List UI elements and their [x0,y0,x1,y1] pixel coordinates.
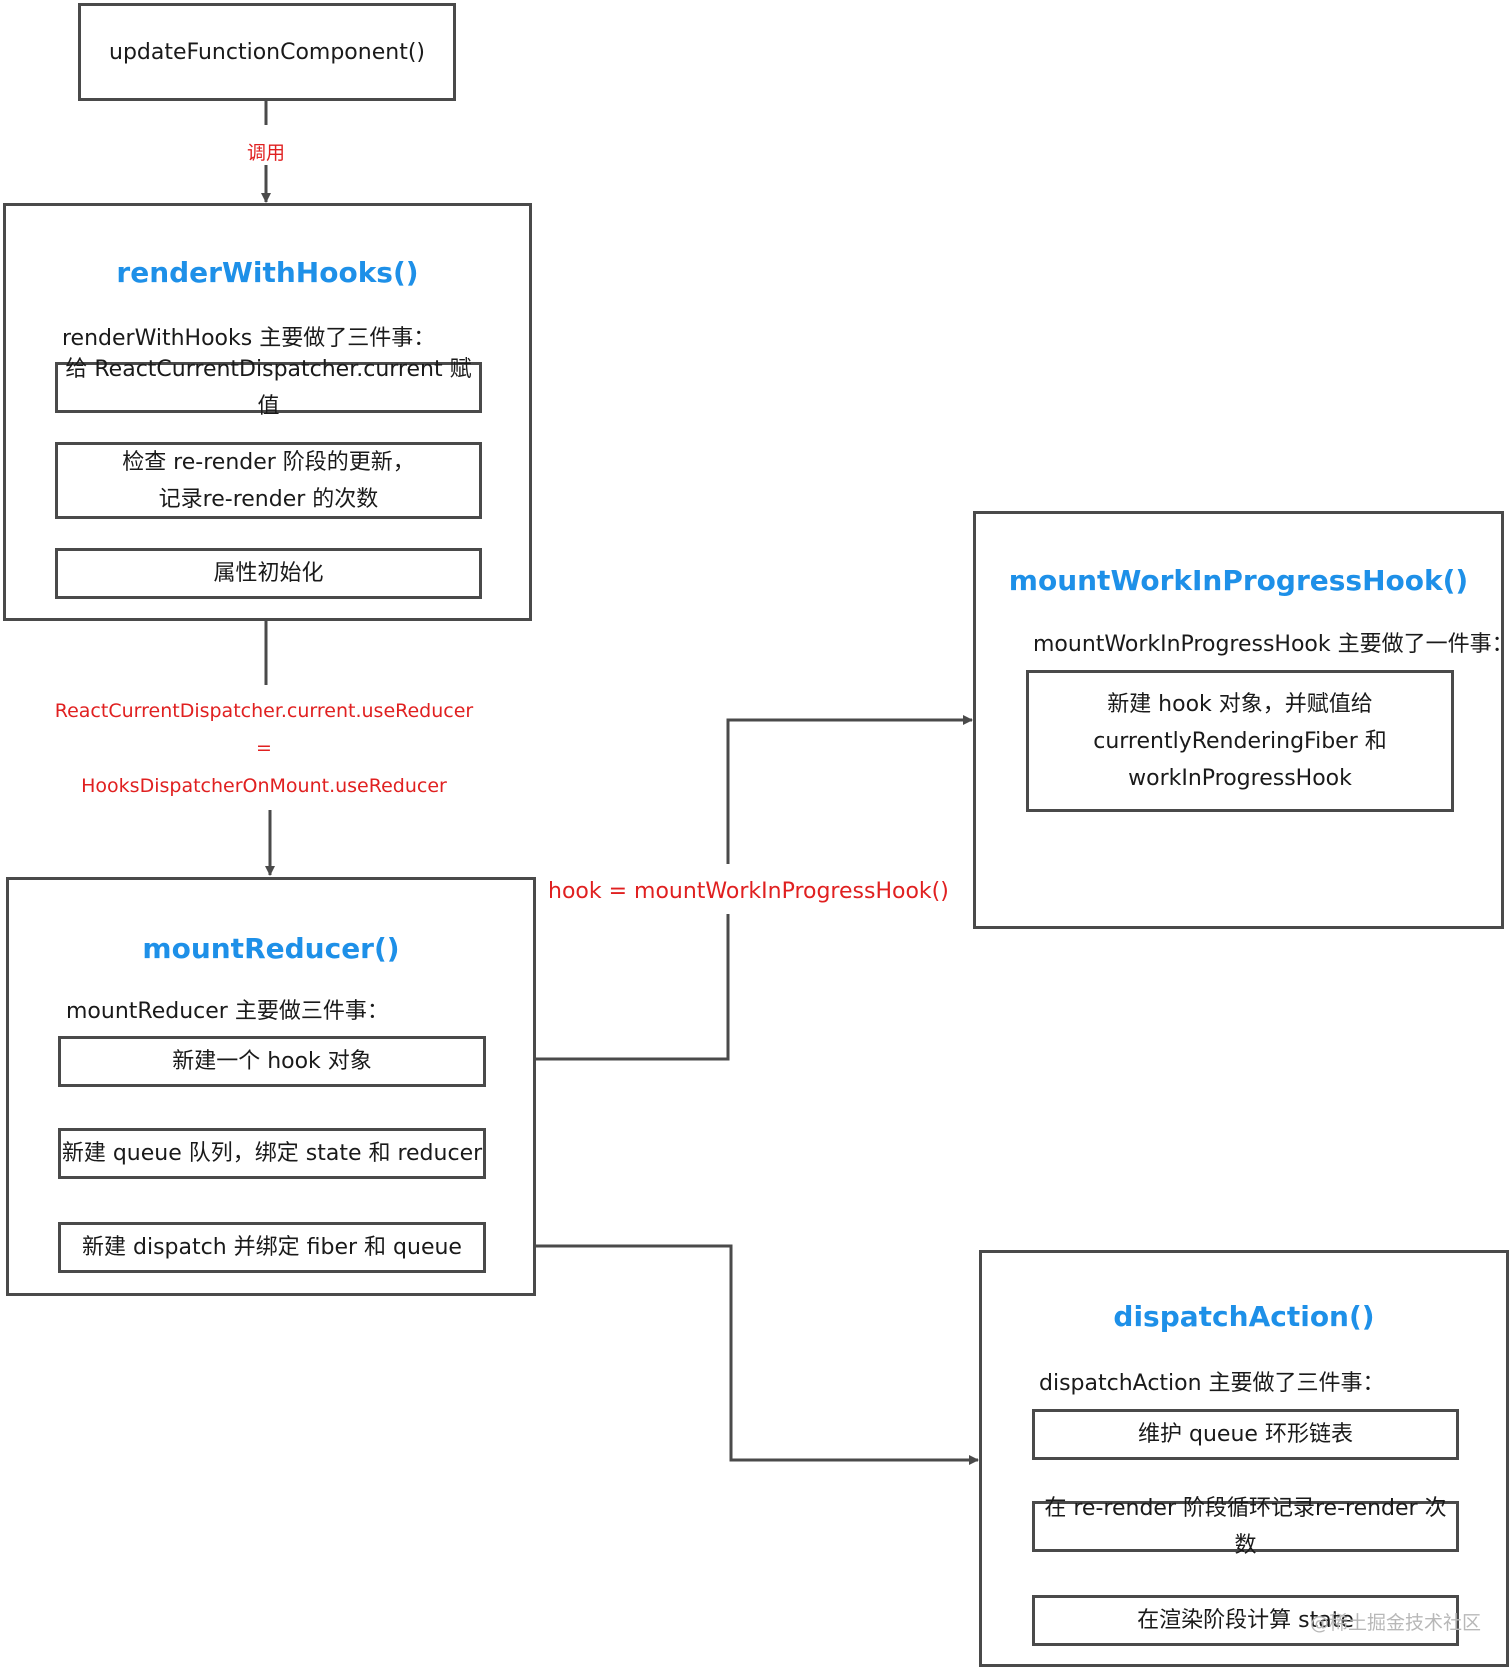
hook-assign-label: hook = mountWorkInProgressHook() [536,874,949,910]
reducer-step-new-hook: 新建一个 hook 对象 [58,1036,486,1087]
wip-step-new-hook-object: 新建 hook 对象，并赋值给 currentlyRenderingFiber … [1026,670,1454,812]
reducer-step-new-queue: 新建 queue 队列，绑定 state 和 reducer [58,1128,486,1179]
reducer-step-new-dispatch: 新建 dispatch 并绑定 fiber 和 queue [58,1222,486,1273]
render-step-check-rerender: 检查 re-render 阶段的更新， 记录re-render 的次数 [55,442,482,519]
action-step-maintain-queue: 维护 queue 环形链表 [1032,1409,1459,1460]
arrow-hook-to-mount-wip [484,914,730,1061]
dispatch-action-desc: dispatchAction 主要做了三件事： [1039,1371,1385,1396]
mount-wip-hook-desc: mountWorkInProgressHook 主要做了一件事： [1033,632,1512,657]
dispatch-action-box: dispatchAction() dispatchAction 主要做了三件事：… [979,1250,1509,1667]
mount-wip-hook-title: mountWorkInProgressHook() [1008,564,1469,597]
action-step-compute-state: 在渲染阶段计算 state [1032,1595,1459,1646]
call-label: 调用 [246,142,285,164]
arrow-dispatch-to-action [484,1244,979,1465]
dispatcher-assign-line2: = [256,737,272,759]
mount-wip-hook-box: mountWorkInProgressHook() mountWorkInPro… [973,511,1512,929]
update-function-component-box: updateFunctionComponent() [78,3,456,101]
render-with-hooks-desc: renderWithHooks 主要做了三件事： [62,326,436,351]
dispatcher-assign-line3: HooksDispatcherOnMount.useReducer [81,775,447,797]
mount-reducer-box: mountReducer() mountReducer 主要做三件事： 新建一个… [6,877,536,1296]
mount-reducer-title: mountReducer() [142,932,400,965]
render-with-hooks-title: renderWithHooks() [116,256,419,289]
render-step-assign-dispatcher: 给 ReactCurrentDispatcher.current 赋值 [55,357,482,419]
mount-reducer-desc: mountReducer 主要做三件事： [66,999,389,1024]
update-function-component-label: updateFunctionComponent() [109,39,425,65]
action-step-rerender-count: 在 re-render 阶段循环记录re-render 次数 [1032,1496,1459,1558]
arrow-hook-to-mount-wip-upper [726,715,973,864]
dispatch-action-title: dispatchAction() [1113,1300,1375,1333]
dispatcher-assign-line1: ReactCurrentDispatcher.current.useReduce… [54,700,474,722]
render-step-init-props: 属性初始化 [55,548,482,599]
watermark: @稀土掘金技术社区 [1310,1612,1482,1634]
render-with-hooks-box: renderWithHooks() renderWithHooks 主要做了三件… [3,203,532,621]
